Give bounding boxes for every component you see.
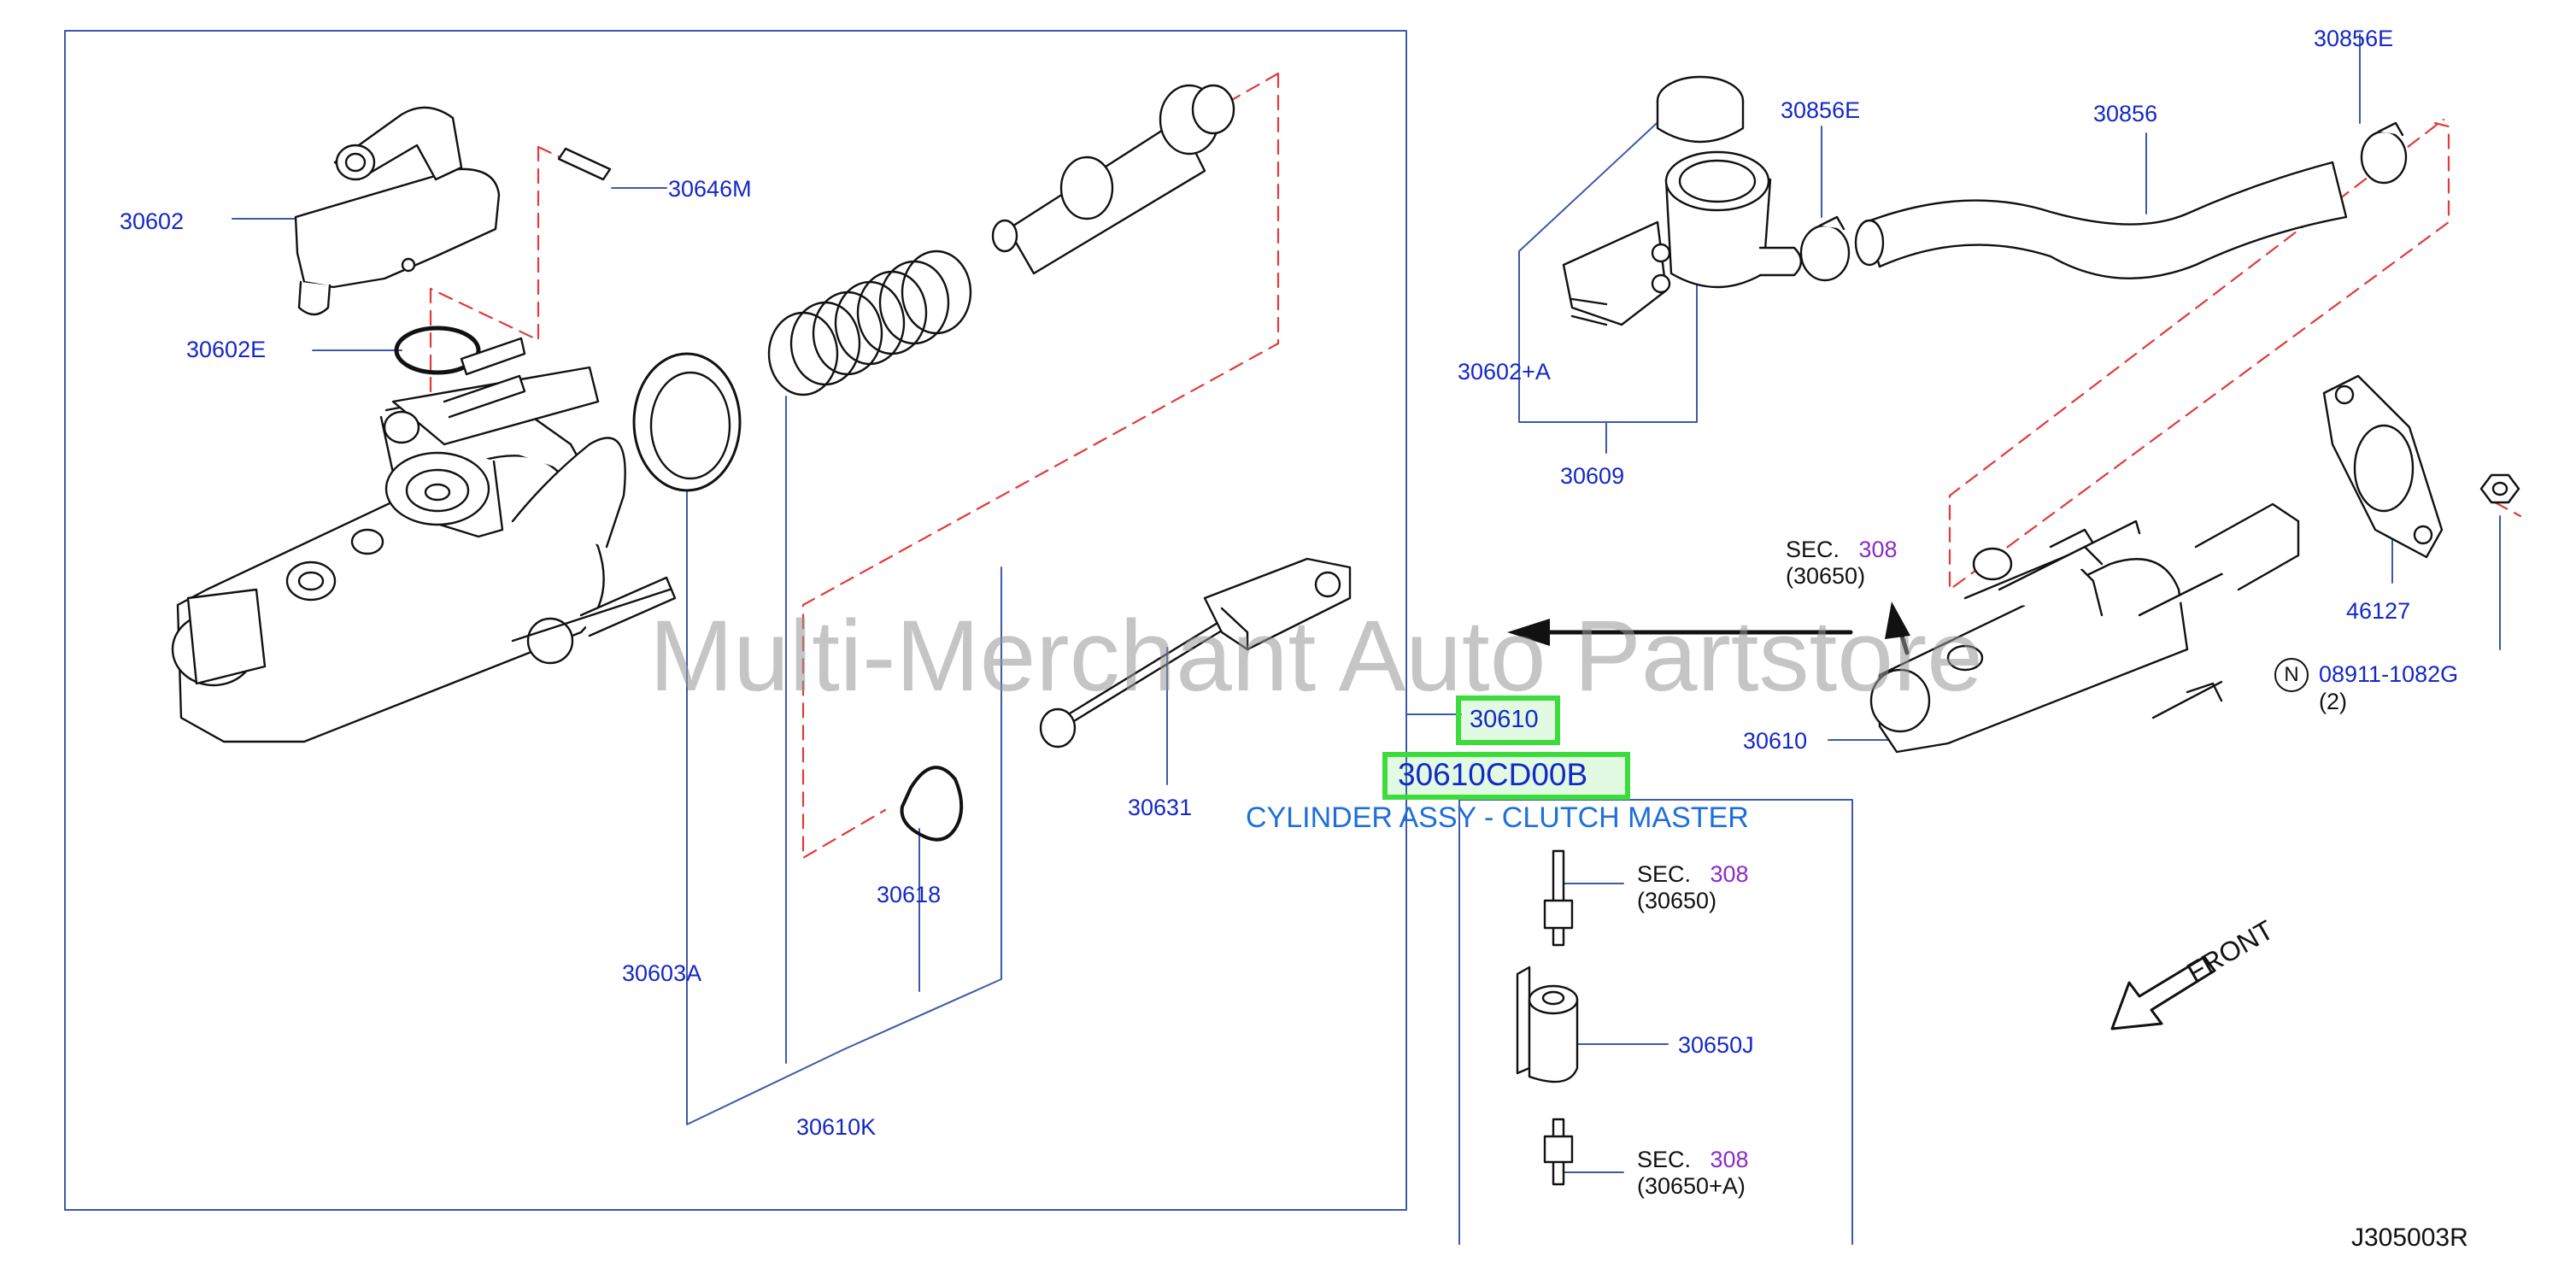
sec-number: 308	[1710, 861, 1749, 887]
sec-label: SEC.	[1637, 1147, 1692, 1172]
exploded-view-frame	[64, 30, 1407, 1211]
sec-ref-upper-right[interactable]: SEC. 308 (30650)	[1786, 537, 1898, 590]
part-30602E	[394, 326, 481, 375]
diagram-code: J305003R	[2351, 1224, 2468, 1252]
part-30603A	[632, 352, 742, 492]
part-description: CYLINDER ASSY - CLUTCH MASTER	[1246, 801, 1749, 834]
watermark: Multi-Merchant Auto Partstore	[649, 600, 1983, 713]
part-08911-nut	[2479, 473, 2520, 504]
part-30610-body-right	[1869, 502, 2300, 754]
part-30650J	[1516, 966, 1579, 1083]
n-mark-08911: N	[2274, 658, 2309, 692]
part-30856-hose	[1854, 161, 2348, 279]
label-30602E[interactable]: 30602E	[186, 337, 267, 362]
sec-number: 308	[1858, 537, 1898, 562]
label-30631[interactable]: 30631	[1128, 795, 1193, 820]
part-spring	[767, 249, 972, 396]
part-center-fitting-bottom	[1543, 1118, 1574, 1186]
part-30610-body-left	[171, 337, 677, 743]
part-30602	[294, 106, 501, 316]
label-46127[interactable]: 46127	[2346, 598, 2411, 624]
highlight-box-full-part-number	[1382, 752, 1630, 800]
label-30618[interactable]: 30618	[877, 882, 942, 907]
label-30610-right[interactable]: 30610	[1743, 728, 1808, 754]
part-piston	[991, 84, 1235, 275]
highlight-box-part-number	[1456, 696, 1560, 745]
part-30856E-clamp-a	[1799, 215, 1851, 282]
label-08911-qty: (2)	[2319, 689, 2347, 714]
part-30856E-clamp-b	[2360, 121, 2408, 185]
sec-ref: (30650)	[1786, 563, 1866, 589]
part-center-fitting-top	[1543, 849, 1574, 947]
front-arrow	[2110, 955, 2216, 1030]
label-30610K[interactable]: 30610K	[796, 1114, 877, 1140]
leader-lines	[232, 33, 2501, 1245]
label-30856[interactable]: 30856	[2093, 101, 2158, 126]
highlight-part-number[interactable]: 30610	[1470, 706, 1539, 733]
sec-ref: (30650+A)	[1637, 1173, 1746, 1199]
part-30631	[1039, 557, 1352, 748]
label-30602[interactable]: 30602	[120, 208, 185, 234]
sec-ref-center-bottom[interactable]: SEC. 308 (30650+A)	[1637, 1147, 1749, 1200]
sec-number: 308	[1710, 1147, 1749, 1172]
label-30609[interactable]: 30609	[1560, 463, 1625, 489]
sec-label: SEC.	[1786, 537, 1840, 562]
label-30856E-a[interactable]: 30856E	[1781, 97, 1861, 123]
label-30603A[interactable]: 30603A	[622, 960, 702, 986]
part-46127	[2322, 374, 2444, 559]
label-30602A[interactable]: 30602+A	[1458, 359, 1551, 385]
highlight-full-part-number[interactable]: 30610CD00B	[1398, 757, 1588, 792]
sec-label: SEC.	[1637, 861, 1692, 887]
label-30856E-b[interactable]: 30856E	[2314, 26, 2394, 51]
part-30646M	[557, 147, 612, 181]
label-30646M[interactable]: 30646M	[668, 176, 752, 202]
sec-ref-center-top[interactable]: SEC. 308 (30650)	[1637, 861, 1749, 914]
label-30650J[interactable]: 30650J	[1678, 1032, 1754, 1058]
label-08911-1082G[interactable]: 08911-1082G	[2319, 661, 2459, 687]
part-30618	[900, 766, 964, 842]
part-30602A	[1562, 75, 1803, 326]
sec-ref: (30650)	[1637, 888, 1717, 913]
